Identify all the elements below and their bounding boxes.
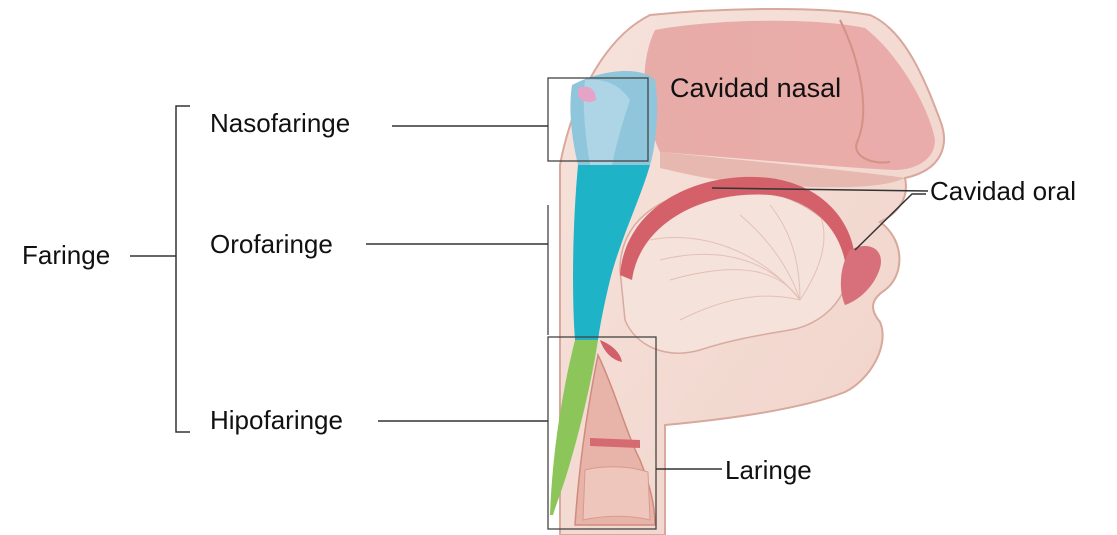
label-laringe: Laringe: [725, 457, 812, 483]
trachea-ring: [583, 467, 650, 520]
label-cavidad-oral: Cavidad oral: [930, 178, 1076, 204]
faringe-bracket: [130, 106, 190, 432]
label-nasofaringe: Nasofaringe: [210, 110, 350, 136]
label-hipofaringe: Hipofaringe: [210, 407, 343, 433]
label-cavidad-nasal: Cavidad nasal: [670, 75, 841, 102]
label-faringe: Faringe: [22, 242, 110, 268]
label-orofaringe: Orofaringe: [210, 231, 333, 257]
